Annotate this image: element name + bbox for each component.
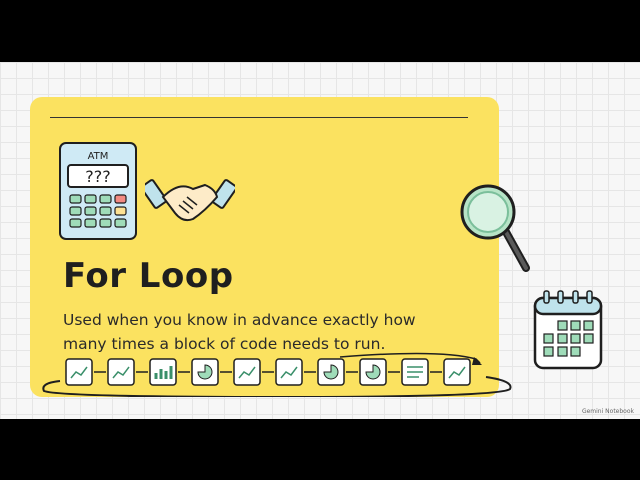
bar-chart-icon: [149, 358, 177, 386]
document-chart-icon: [275, 358, 303, 386]
slide: ATM ???: [0, 62, 640, 419]
atm-label: ATM: [88, 151, 109, 162]
handshake-icon: [145, 179, 235, 222]
slide-description: Used when you know in advance exactly ho…: [63, 311, 416, 353]
loop-diagram: [42, 352, 512, 397]
document-pie-icon: [359, 358, 387, 386]
line-chart-icon: [65, 358, 93, 386]
magnifying-glass-icon: [460, 184, 530, 272]
atm-icon: ATM ???: [59, 142, 137, 240]
document-pie-icon: [317, 358, 345, 386]
watermark: Gemini Notebook: [581, 408, 634, 415]
calendar-icon: [533, 290, 603, 370]
divider: [50, 117, 468, 118]
line-chart-icon: [107, 358, 135, 386]
line-chart-icon: [233, 358, 261, 386]
document-list-icon: [401, 358, 429, 386]
document-chart-icon: [443, 358, 471, 386]
pie-chart-icon: [191, 358, 219, 386]
atm-screen-text: ???: [85, 167, 110, 186]
slide-title: For Loop: [63, 256, 234, 296]
